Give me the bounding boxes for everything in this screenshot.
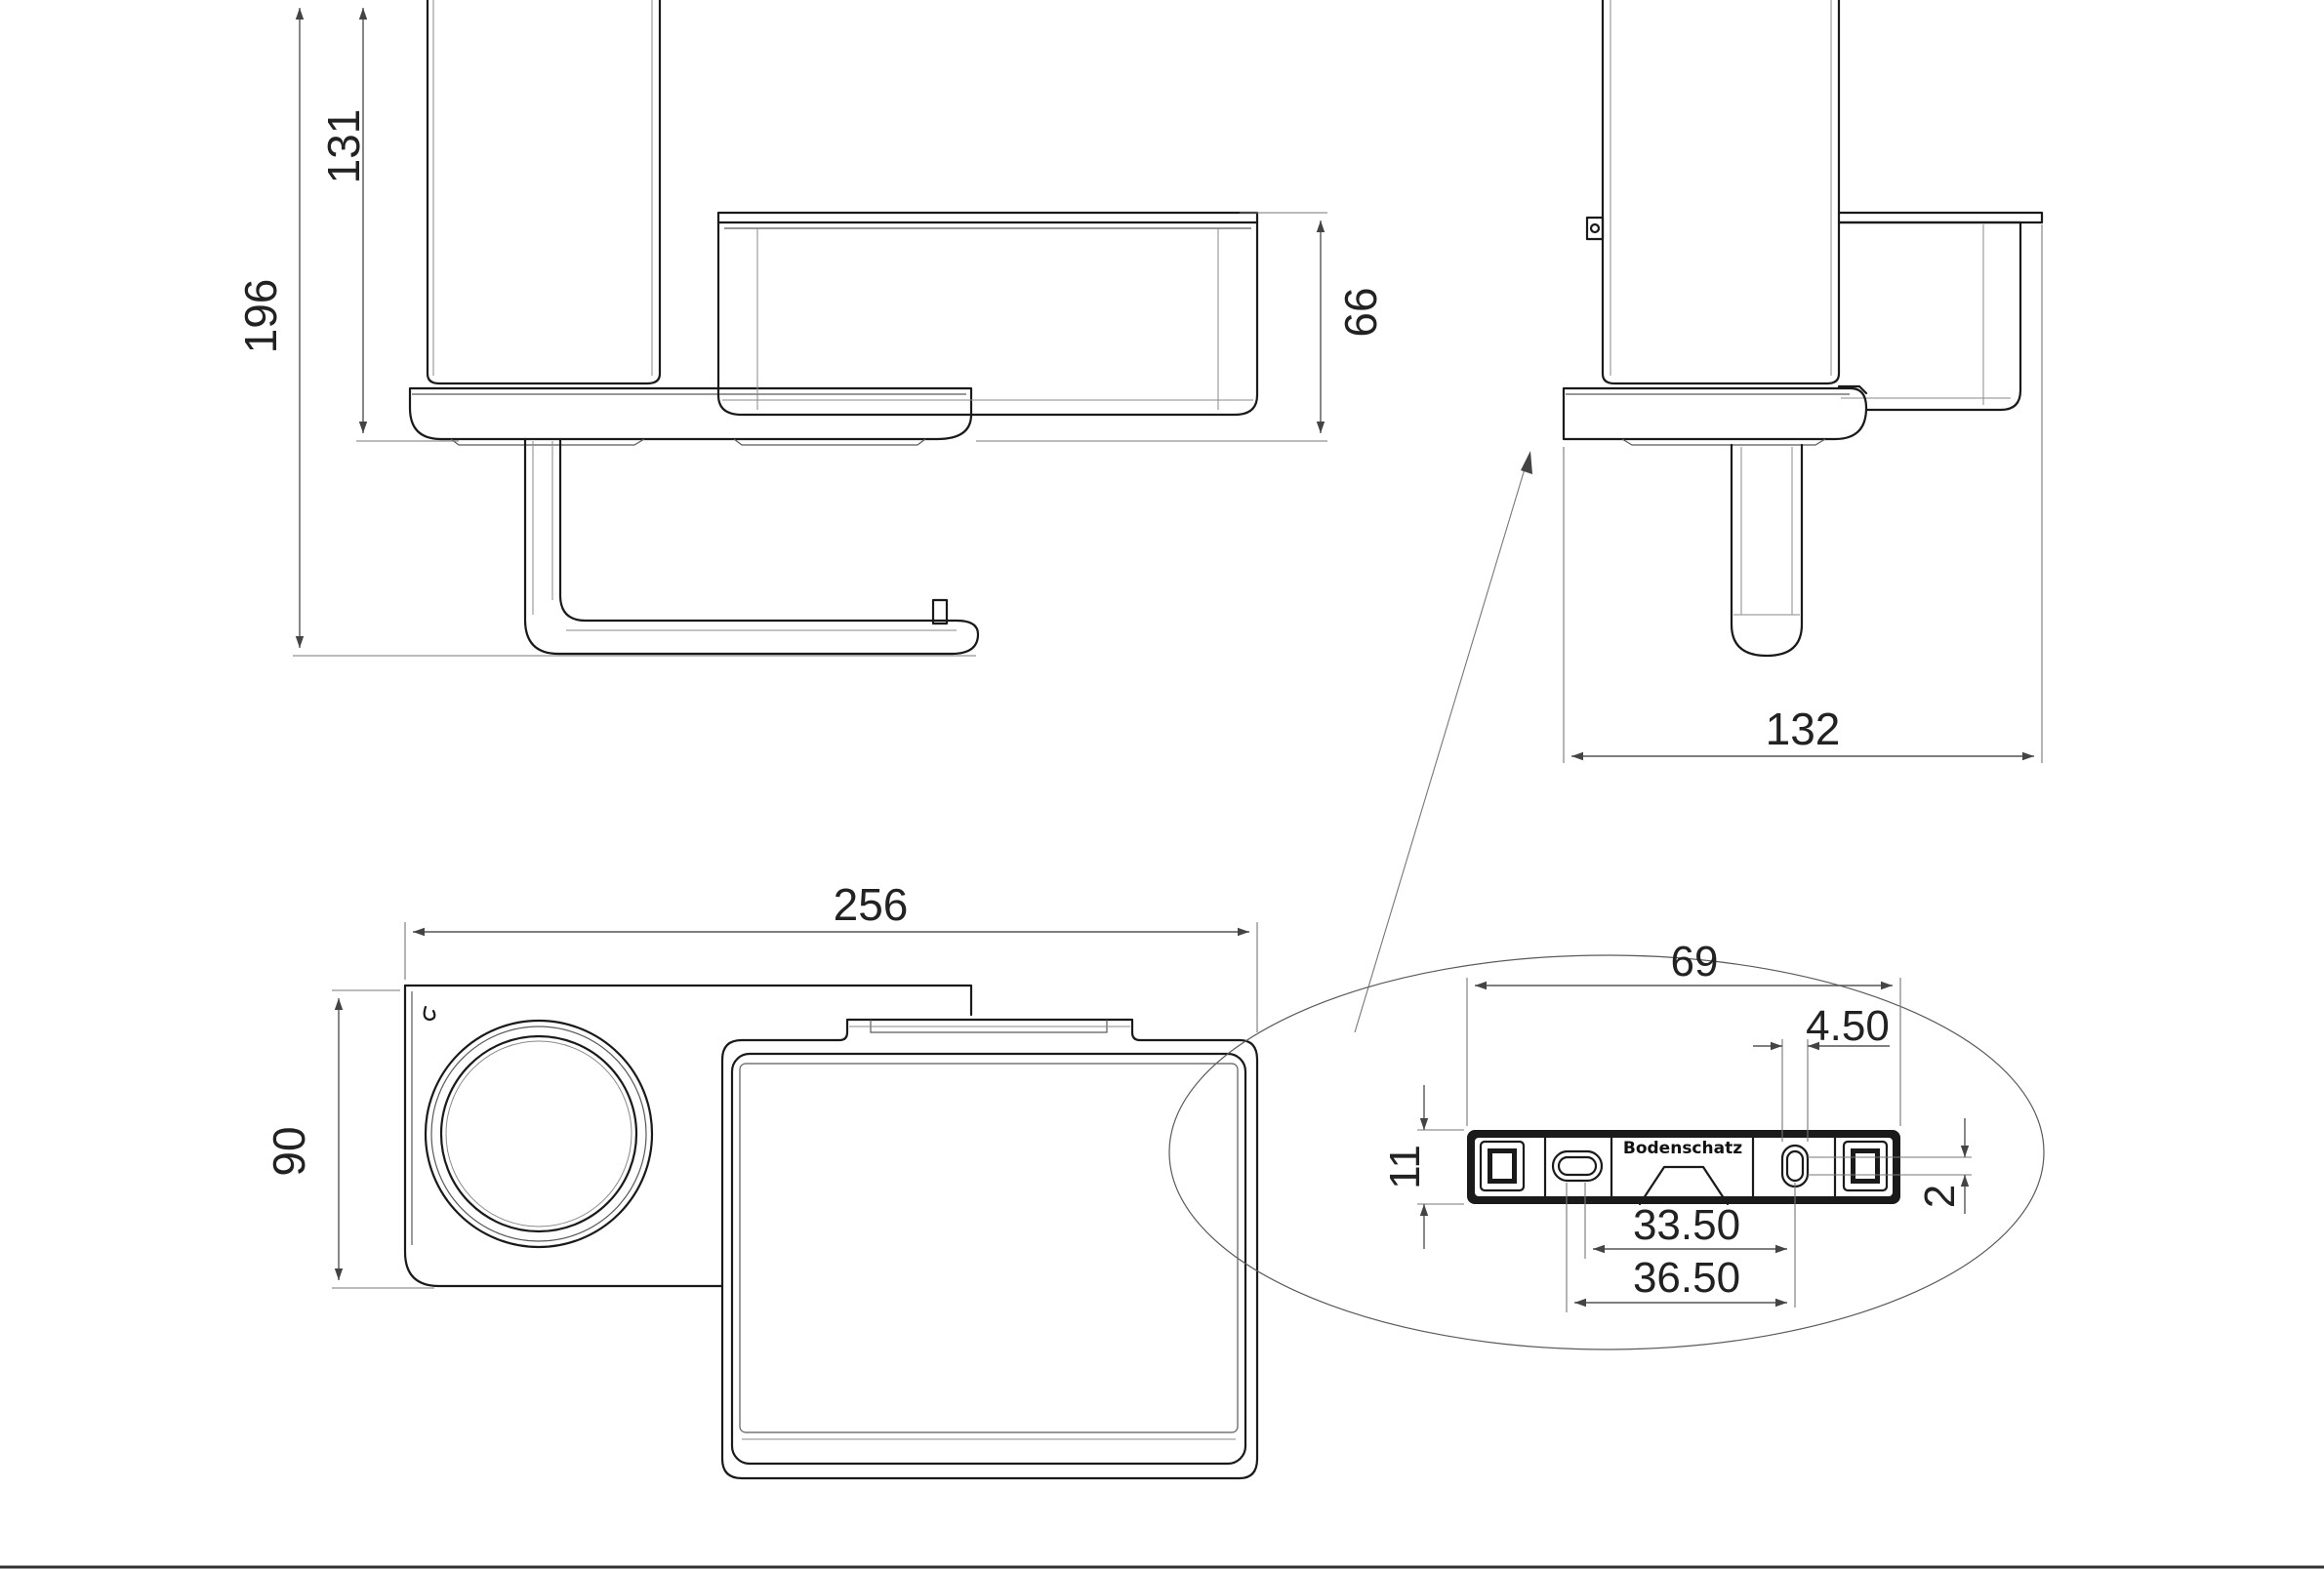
side-view: 132 — [1354, 0, 2044, 1033]
front-view: 196 131 66 — [235, 0, 1386, 657]
tumbler-ring-top — [424, 1019, 654, 1249]
dim-label-131: 131 — [318, 109, 369, 184]
dimension-66: 66 — [976, 212, 1386, 442]
dim-label-2: 2 — [1916, 1185, 1964, 1208]
dim-label-90: 90 — [264, 1126, 314, 1176]
tray-front — [716, 211, 1259, 417]
dim-label-11: 11 — [1381, 1145, 1429, 1189]
dim-label-256: 256 — [834, 879, 909, 930]
wall-clip-side — [1585, 216, 1605, 241]
detail-leader — [1354, 451, 1532, 1033]
dim-label-132: 132 — [1766, 704, 1841, 754]
detail-view: Bodenschatz 69 4.50 11 — [1168, 938, 2045, 1350]
dimension-4-50: 4.50 — [1753, 1002, 1890, 1142]
tumbler-front — [426, 0, 662, 385]
shelf-front — [408, 386, 973, 446]
dim-label-36-50: 36.50 — [1633, 1254, 1740, 1302]
dimension-11: 11 — [1381, 1085, 1464, 1249]
shelf-top — [403, 984, 973, 1288]
dimension-33-50: 33.50 — [1584, 1183, 1796, 1308]
detail-ellipse — [1168, 954, 2045, 1350]
dimension-132: 132 — [1563, 224, 2043, 763]
dim-label-4-50: 4.50 — [1806, 1002, 1890, 1050]
tray-top — [720, 1018, 1259, 1480]
hook-front — [523, 437, 980, 656]
dim-label-69: 69 — [1671, 938, 1719, 986]
dim-label-33-50: 33.50 — [1633, 1201, 1740, 1249]
wall-clip-top — [423, 1005, 436, 1022]
shelf-side — [1562, 384, 1868, 446]
tumbler-side — [1601, 0, 1841, 385]
top-view: 256 90 — [264, 879, 1259, 1480]
dimension-196: 196 — [235, 7, 976, 657]
tray-side — [1837, 211, 2044, 412]
dimension-131: 131 — [318, 7, 459, 442]
dim-label-196: 196 — [235, 279, 286, 354]
dimension-2: 2 — [1808, 1118, 1972, 1214]
mounting-plate: Bodenschatz — [1467, 1130, 1900, 1206]
dimension-69: 69 — [1466, 938, 1901, 1126]
dimension-90: 90 — [264, 989, 434, 1289]
dimension-36-50: 36.50 — [1566, 1183, 1787, 1312]
hook-post-side — [1730, 443, 1804, 658]
brand-label: Bodenschatz — [1623, 1139, 1742, 1158]
dimension-256: 256 — [404, 879, 1258, 1032]
dim-label-66: 66 — [1335, 287, 1386, 337]
